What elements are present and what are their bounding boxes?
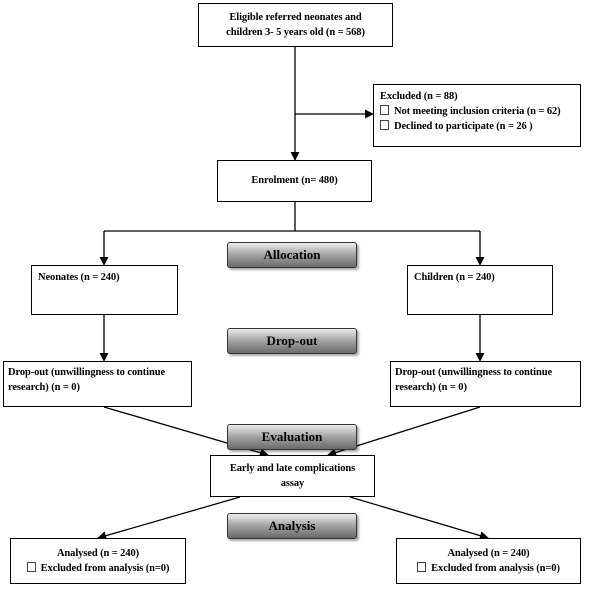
complications-line1: Early and late complications bbox=[229, 462, 356, 474]
dropout-right-line1: Drop-out (unwillingness to continue bbox=[395, 367, 553, 378]
checkbox-icon bbox=[26, 562, 36, 572]
checkbox-icon bbox=[380, 120, 389, 131]
eligible-line2: children 3- 5 years old (n = 568) bbox=[226, 27, 365, 38]
stage-analysis: Analysis bbox=[227, 513, 357, 539]
stage-dropout-label: Drop-out bbox=[266, 333, 318, 348]
stage-evaluation-label: Evaluation bbox=[261, 429, 323, 444]
stage-evaluation: Evaluation bbox=[227, 424, 357, 450]
excluded-item-label: Not meeting inclusion criteria (n = 62) bbox=[394, 106, 561, 118]
excluded-title: Excluded (n = 88) bbox=[380, 91, 458, 102]
box-analysed-left: Analysed (n = 240) Excluded from analysi… bbox=[10, 538, 186, 584]
box-eligible: Eligible referred neonates and children … bbox=[198, 3, 393, 47]
dropout-left-line1: Drop-out (unwillingness to continue bbox=[8, 367, 166, 378]
checkbox-icon bbox=[417, 562, 427, 572]
analysed-right-line2: Excluded from analysis (n=0) bbox=[431, 563, 560, 574]
eligible-line1: Eligible referred neonates and bbox=[229, 11, 362, 23]
dropout-left-line2: research) (n = 0) bbox=[8, 382, 80, 394]
box-dropout-right: Drop-out (unwillingness to continue rese… bbox=[390, 361, 581, 407]
stage-allocation: Allocation bbox=[227, 242, 357, 268]
excluded-item: Not meeting inclusion criteria (n = 62) bbox=[380, 104, 574, 119]
line-complications-to-analysed-left bbox=[97, 496, 241, 541]
analysed-left-line1: Analysed (n = 240) bbox=[56, 547, 140, 559]
analysed-left-excluded: Excluded from analysis (n=0) bbox=[26, 561, 170, 576]
checkbox-icon bbox=[380, 105, 389, 116]
stage-analysis-label: Analysis bbox=[268, 518, 316, 533]
children-label: Children (n = 240) bbox=[414, 272, 495, 283]
dropout-right-line2: research) (n = 0) bbox=[395, 382, 467, 394]
stage-dropout: Drop-out bbox=[227, 328, 357, 354]
box-dropout-left: Drop-out (unwillingness to continue rese… bbox=[3, 361, 192, 407]
box-excluded: Excluded (n = 88) Not meeting inclusion … bbox=[373, 84, 581, 147]
box-complications: Early and late complications assay bbox=[210, 455, 375, 497]
box-children: Children (n = 240) bbox=[407, 265, 553, 315]
excluded-item: Declined to participate (n = 26 ) bbox=[380, 119, 574, 134]
excluded-item-label: Declined to participate (n = 26 ) bbox=[394, 121, 533, 133]
box-neonates: Neonates (n = 240) bbox=[31, 265, 178, 315]
analysed-left-line2: Excluded from analysis (n=0) bbox=[40, 563, 170, 574]
complications-line2: assay bbox=[280, 478, 305, 489]
analysed-right-excluded: Excluded from analysis (n=0) bbox=[417, 561, 560, 576]
enrolment-label: Enrolment (n= 480) bbox=[251, 175, 338, 187]
analysed-right-line1: Analysed (n = 240) bbox=[447, 547, 530, 559]
box-enrolment: Enrolment (n= 480) bbox=[217, 160, 372, 202]
line-complications-to-analysed-right bbox=[349, 496, 489, 541]
neonates-label: Neonates (n = 240) bbox=[38, 272, 120, 283]
box-analysed-right: Analysed (n = 240) Excluded from analysi… bbox=[396, 538, 581, 584]
stage-allocation-label: Allocation bbox=[263, 247, 321, 262]
